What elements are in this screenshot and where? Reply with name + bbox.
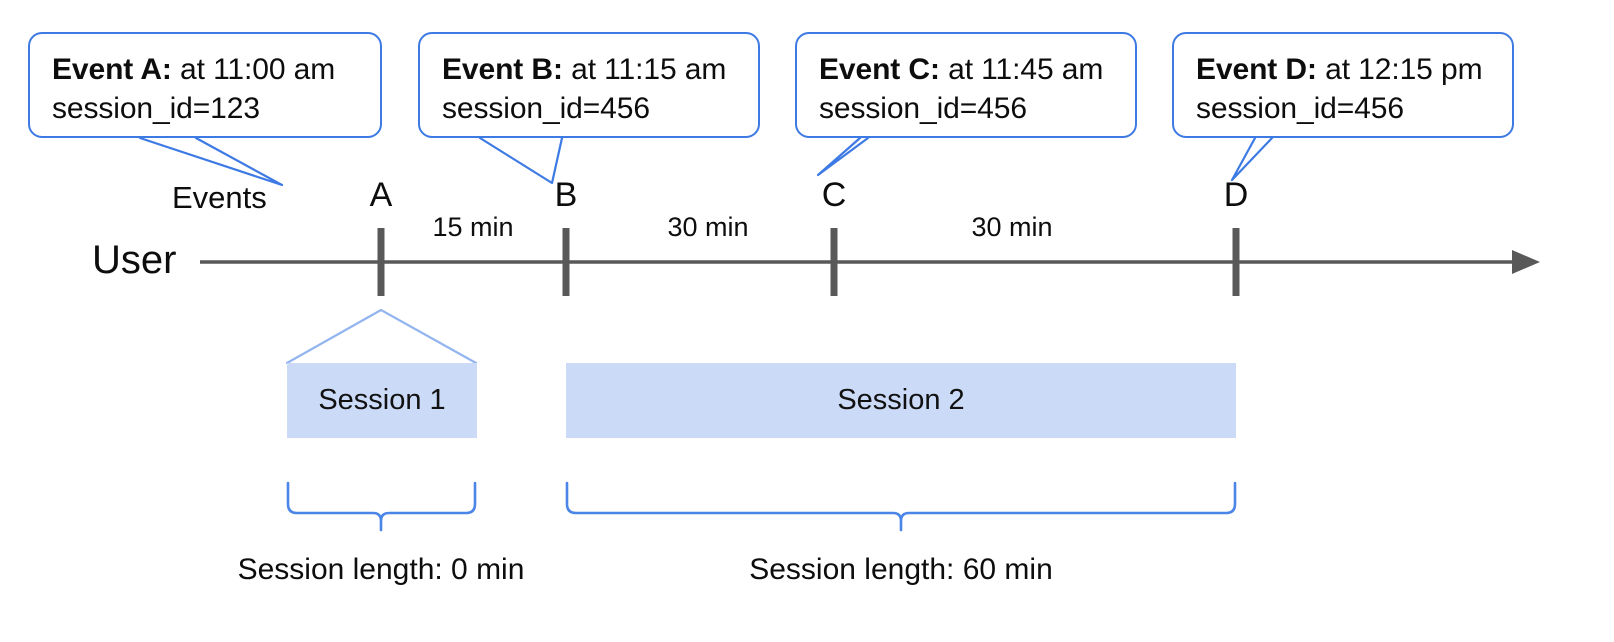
gap-label-c-d: 30 min (971, 212, 1053, 242)
callout-a-session-id: session_id=123 (52, 92, 260, 125)
event-marker-c[interactable]: C (821, 176, 847, 214)
callout-event-d[interactable]: Event D: at 12:15 pm session_id=456 (1172, 32, 1514, 138)
callout-tail-a (138, 136, 284, 187)
callout-event-b[interactable]: Event B: at 11:15 am session_id=456 (418, 32, 760, 138)
gap-label-b-c: 30 min (667, 212, 749, 242)
session-1-connector (285, 308, 478, 365)
session-1-brace (286, 481, 477, 532)
callout-tail-c (816, 136, 870, 177)
timeline-arrowhead (1512, 250, 1540, 274)
callout-b-line1: Event B: at 11:15 am (442, 50, 738, 89)
callout-c-time: at 11:45 am (939, 53, 1104, 86)
callout-a-line1: Event A: at 11:00 am (52, 50, 360, 89)
callout-tail-d (1230, 136, 1274, 182)
event-marker-a[interactable]: A (369, 176, 393, 214)
session-bar-2-label: Session 2 (837, 384, 965, 416)
event-marker-b[interactable]: B (554, 176, 578, 214)
callout-tail-b (478, 136, 564, 185)
session-2-brace (565, 481, 1237, 532)
callout-c-session-id: session_id=456 (819, 92, 1027, 125)
callout-d-time: at 12:15 pm (1316, 53, 1483, 86)
events-row-label: Events (172, 180, 267, 215)
callout-a-title: Event A: (52, 53, 172, 86)
callout-d-title: Event D: (1196, 53, 1317, 86)
callout-b-session-id: session_id=456 (442, 92, 650, 125)
callout-c-title: Event C: (819, 53, 940, 86)
callout-b-time: at 11:15 am (562, 53, 727, 86)
gap-label-a-b: 15 min (432, 212, 514, 242)
callout-d-line1: Event D: at 12:15 pm (1196, 50, 1492, 89)
session-2-length-label: Session length: 60 min (749, 553, 1053, 586)
session-1-length-label: Session length: 0 min (237, 553, 525, 586)
session-bar-1-label: Session 1 (318, 384, 446, 416)
callout-a-time: at 11:00 am (171, 53, 336, 86)
callout-d-session-id: session_id=456 (1196, 92, 1404, 125)
callout-c-line1: Event C: at 11:45 am (819, 50, 1115, 89)
session-bar-1[interactable]: Session 1 (287, 363, 477, 438)
callout-b-title: Event B: (442, 53, 563, 86)
session-bar-2[interactable]: Session 2 (566, 363, 1236, 438)
callout-event-a[interactable]: Event A: at 11:00 am session_id=123 (28, 32, 382, 138)
user-row-label: User (92, 238, 177, 282)
event-marker-d[interactable]: D (1223, 176, 1249, 214)
callout-event-c[interactable]: Event C: at 11:45 am session_id=456 (795, 32, 1137, 138)
